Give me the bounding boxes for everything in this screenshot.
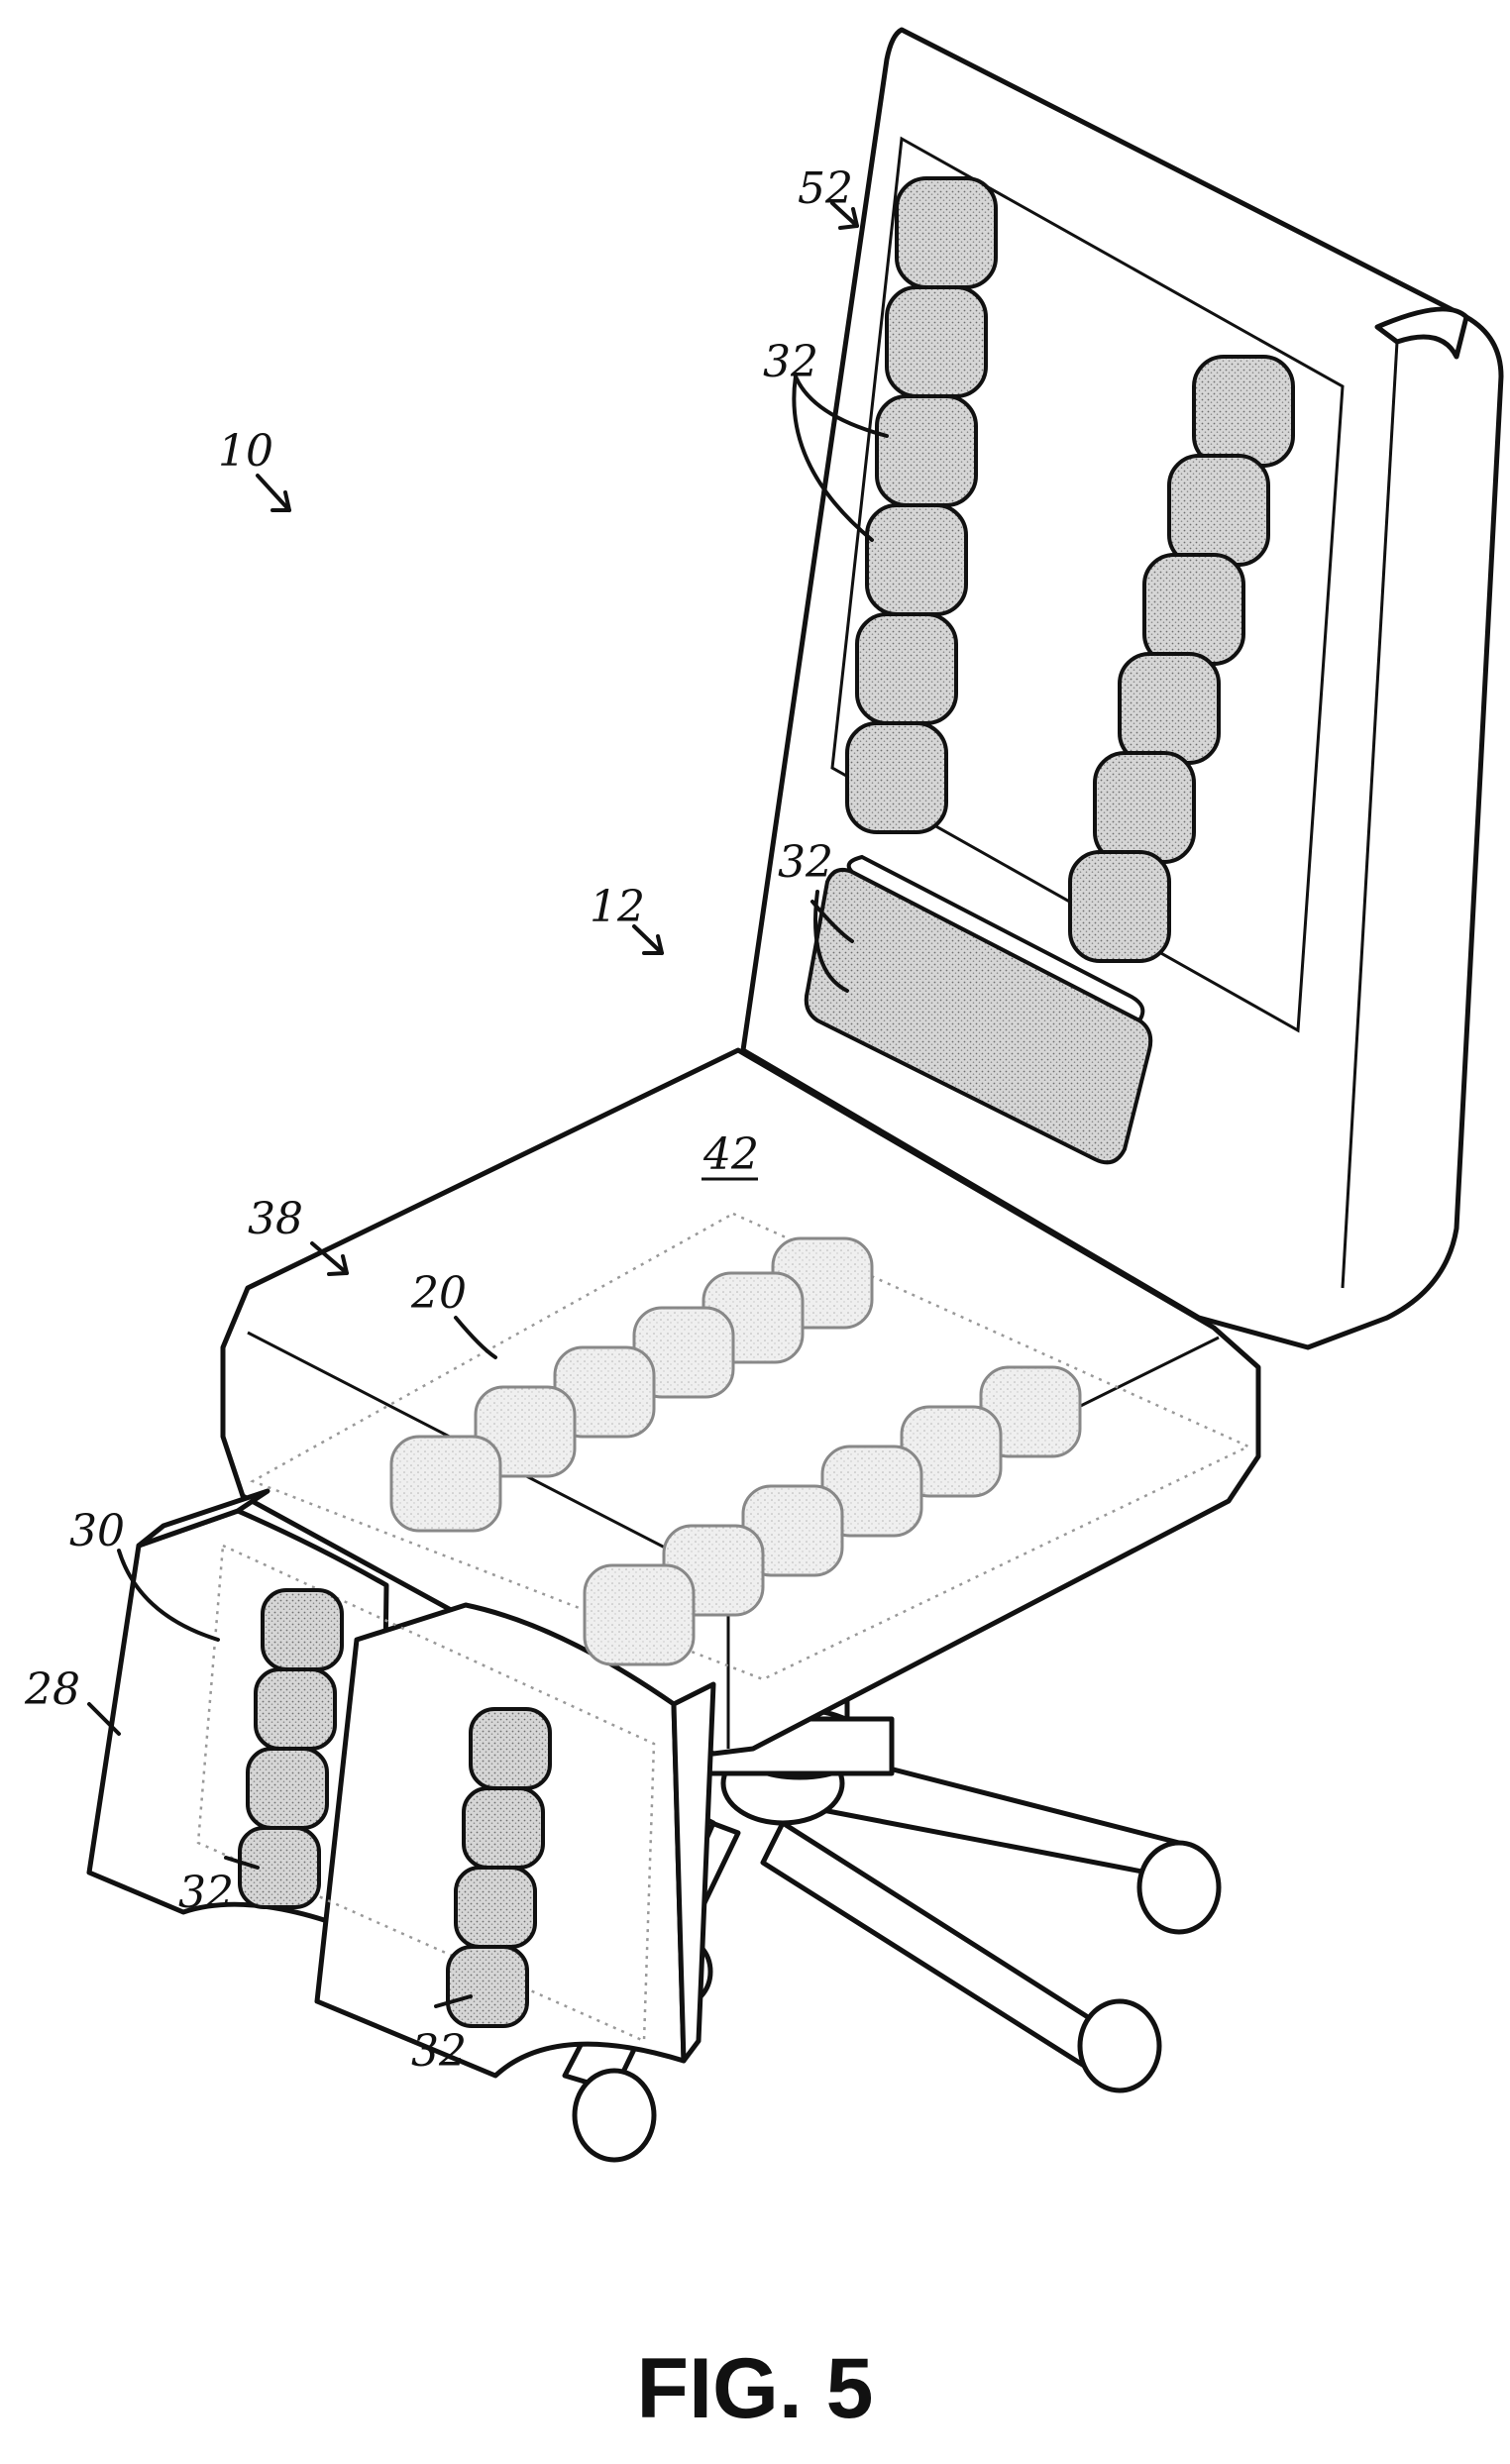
label-52: 52 [798, 163, 853, 214]
bladders-seat [389, 1236, 1082, 1666]
bladders-back-left [845, 176, 998, 834]
bladders-leg-right [446, 1707, 552, 2028]
label-10: 10 [218, 426, 273, 477]
leader-lines [87, 201, 889, 2008]
bladders-back-right [1068, 355, 1295, 963]
label-32-leg-left: 32 [178, 1868, 234, 1918]
label-42: 42 [702, 1129, 759, 1180]
bladders-lumbar [804, 854, 1153, 1165]
figure-caption: FIG. 5 [637, 2341, 874, 2436]
label-38: 38 [248, 1194, 303, 1244]
bladders-leg-left [238, 1588, 344, 1909]
reference-labels: 10 12 20 28 30 32 32 32 32 38 42 52 [24, 163, 853, 2077]
label-30: 30 [69, 1506, 125, 1556]
label-32-lumbar: 32 [778, 837, 833, 888]
label-12: 12 [590, 882, 645, 932]
label-32-leg-right: 32 [411, 2026, 467, 2077]
label-32-back: 32 [763, 337, 818, 387]
label-28: 28 [24, 1664, 80, 1715]
label-20: 20 [410, 1268, 467, 1319]
